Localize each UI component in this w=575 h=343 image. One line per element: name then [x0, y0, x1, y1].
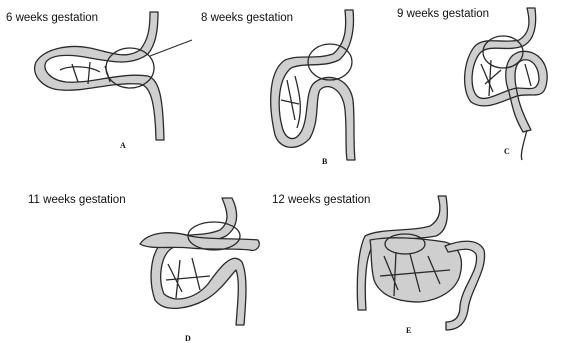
panel-e-drawing	[270, 180, 575, 343]
panel-c-drawing	[385, 0, 575, 170]
emerging-tail	[521, 130, 527, 160]
gut-tube	[465, 8, 548, 132]
panel-d: 11 weeks gestation D	[0, 180, 280, 343]
gut-tube	[151, 198, 246, 325]
panel-d-drawing	[0, 180, 280, 343]
panel-b: 8 weeks gestation B	[195, 0, 385, 170]
panel-a-drawing	[0, 0, 200, 160]
panel-c-letter: C	[504, 147, 510, 156]
panel-b-letter: B	[322, 157, 327, 166]
panel-c: 9 weeks gestation C	[385, 0, 575, 170]
gut-tube	[35, 12, 164, 140]
panel-e-letter: E	[406, 326, 411, 335]
panel-d-letter: D	[185, 334, 191, 343]
loop-inner	[281, 76, 300, 128]
panel-b-drawing	[195, 0, 385, 170]
panel-e: 12 weeks gestation E	[270, 180, 575, 343]
panel-a-letter: A	[120, 141, 126, 150]
gut-tube	[271, 10, 355, 160]
panel-a: 6 weeks gestation A	[0, 0, 200, 160]
